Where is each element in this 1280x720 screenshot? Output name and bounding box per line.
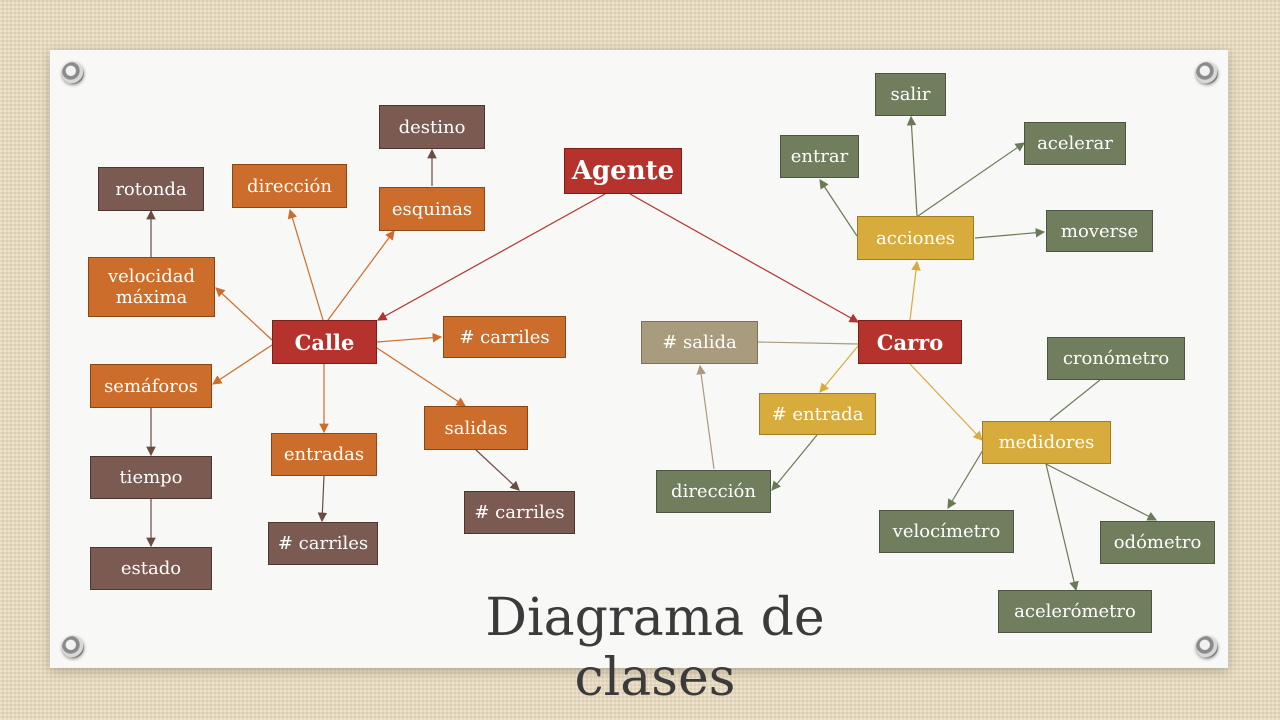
node-carriles-calle: # carriles — [443, 316, 566, 358]
link-direccion-salida — [696, 364, 715, 470]
pin-icon — [62, 636, 84, 658]
link-carro-medidores — [909, 363, 983, 441]
node-velocidad-maxima: velocidad máxima — [88, 257, 215, 317]
link-acciones-salir — [906, 115, 918, 217]
node-moverse: moverse — [1046, 210, 1153, 252]
node-odometro: odómetro — [1100, 521, 1215, 564]
node-carriles-entradas: # carriles — [268, 522, 378, 565]
node-salidas: salidas — [424, 406, 528, 450]
link-entrada-direccion — [771, 434, 818, 491]
link-agente-carro — [629, 193, 860, 323]
page-title: Diagrama de clases — [485, 588, 825, 708]
node-entradas: entradas — [271, 433, 377, 476]
node-salir: salir — [875, 73, 946, 116]
link-calle-velocidad — [215, 287, 273, 341]
node-semaforos: semáforos — [90, 364, 212, 408]
link-calle-direccion — [287, 208, 324, 321]
node-acelerometro: acelerómetro — [998, 590, 1152, 633]
link-carro-salida — [757, 341, 859, 345]
link-medidores-velocimetro — [947, 449, 984, 510]
node-direccion-carro: dirección — [656, 470, 771, 513]
pin-icon — [1196, 62, 1218, 84]
node-direccion-calle: dirección — [232, 164, 347, 208]
link-acciones-moverse — [974, 227, 1046, 239]
node-acelerar: acelerar — [1024, 122, 1126, 165]
node-calle: Calle — [272, 320, 377, 364]
link-agente-calle — [376, 193, 606, 321]
node-estado: estado — [90, 547, 212, 590]
node-rotonda: rotonda — [98, 167, 204, 211]
node-carro: Carro — [858, 320, 962, 364]
node-entrar: entrar — [780, 135, 859, 178]
node-acciones: acciones — [857, 216, 974, 260]
node-velocimetro: velocímetro — [879, 510, 1014, 553]
link-medidores-cronometro — [1049, 379, 1101, 421]
node-carriles-salidas: # carriles — [464, 491, 575, 534]
link-medidores-acelerometro — [1045, 463, 1079, 592]
link-salidas-carriles — [475, 449, 520, 491]
link-calle-salidas — [376, 347, 467, 407]
link-calle-carriles — [376, 332, 443, 343]
node-salida: # salida — [641, 321, 758, 364]
link-entradas-carriles — [317, 475, 328, 523]
link-calle-semaforos — [211, 344, 273, 385]
link-carro-entrada — [819, 345, 859, 393]
link-calle-esquinas — [327, 230, 395, 321]
node-esquinas: esquinas — [379, 187, 485, 231]
pin-icon — [62, 62, 84, 84]
node-tiempo: tiempo — [90, 456, 212, 499]
link-medidores-odometro — [1045, 463, 1158, 521]
node-agente: Agente — [564, 148, 682, 194]
node-cronometro: cronómetro — [1047, 337, 1185, 380]
node-entrada: # entrada — [759, 393, 876, 435]
node-medidores: medidores — [982, 421, 1111, 464]
link-carro-acciones — [909, 260, 921, 321]
node-destino: destino — [379, 105, 485, 149]
pin-icon — [1196, 636, 1218, 658]
link-acciones-acelerar — [917, 142, 1025, 217]
link-acciones-entrar — [819, 178, 858, 237]
